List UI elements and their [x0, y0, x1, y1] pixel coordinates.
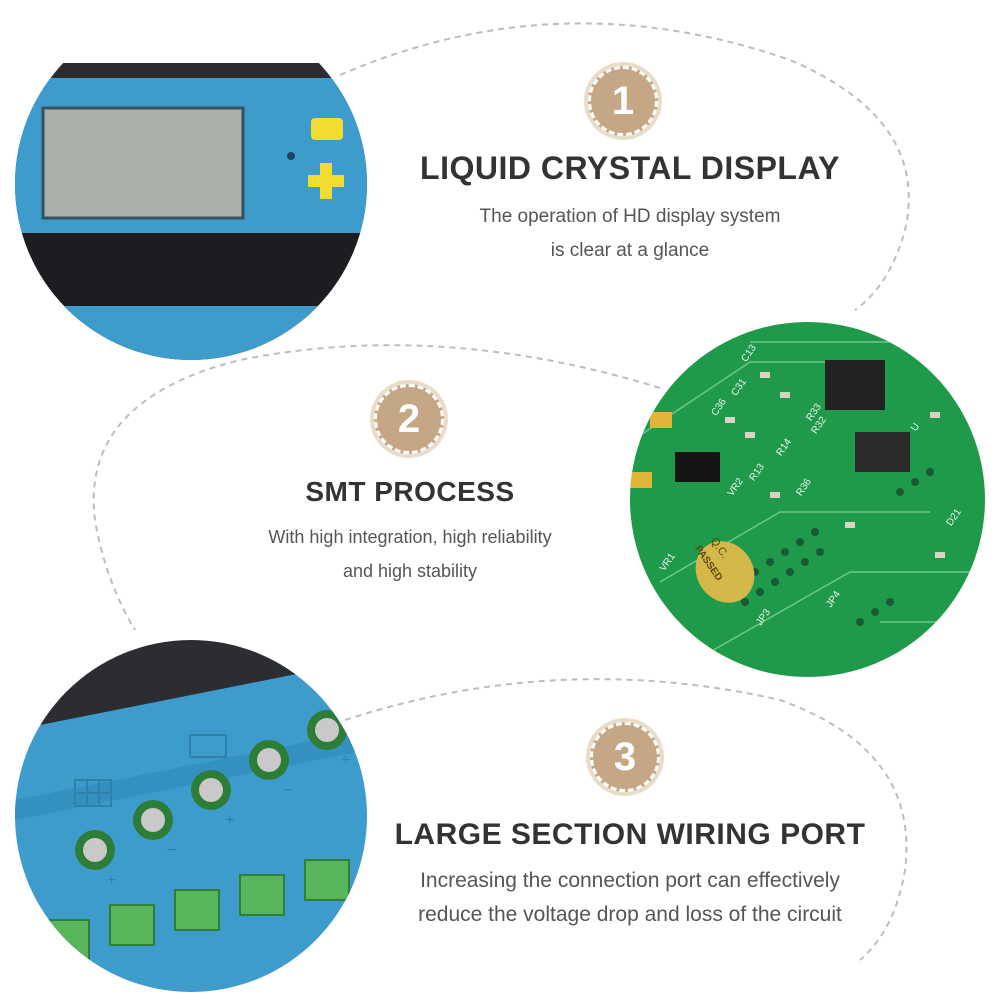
feature-number-3-badge: 3 [590, 722, 660, 792]
feature-1-description-line-2: is clear at a glance [550, 240, 710, 261]
terminal-minus-label-2: − [283, 782, 293, 799]
lcd-device-photo [15, 8, 367, 360]
feature-2-title: SMT PROCESS [305, 476, 515, 507]
feature-2-description-line-1: With high integration, high reliability [268, 527, 552, 547]
wiring-terminal-photo: + − + − + [15, 640, 367, 992]
feature-number-2-badge: 2 [374, 384, 444, 454]
terminal-minus-label-1: − [167, 842, 177, 859]
terminal-plus-label-3: + [341, 752, 351, 769]
feature-3-description-line-2: reduce the voltage drop and loss of the … [418, 903, 842, 926]
terminal-plus-label-2: + [225, 812, 235, 829]
terminal-plus-label-1: + [107, 872, 117, 889]
feature-number-1-badge: 1 [588, 66, 658, 136]
feature-1-description-line-1: The operation of HD display system [479, 206, 781, 227]
feature-3-description-line-1: Increasing the connection port can effec… [420, 869, 840, 892]
feature-1-title: LIQUID CRYSTAL DISPLAY [420, 150, 840, 186]
pcb-circuit-board-photo: Q.C. PASSED C13 C31 C36 R33 R13 R14 VR1 … [630, 322, 985, 677]
feature-2-description-line-2: and high stability [342, 561, 478, 581]
feature-3-title: LARGE SECTION WIRING PORT [394, 818, 866, 851]
